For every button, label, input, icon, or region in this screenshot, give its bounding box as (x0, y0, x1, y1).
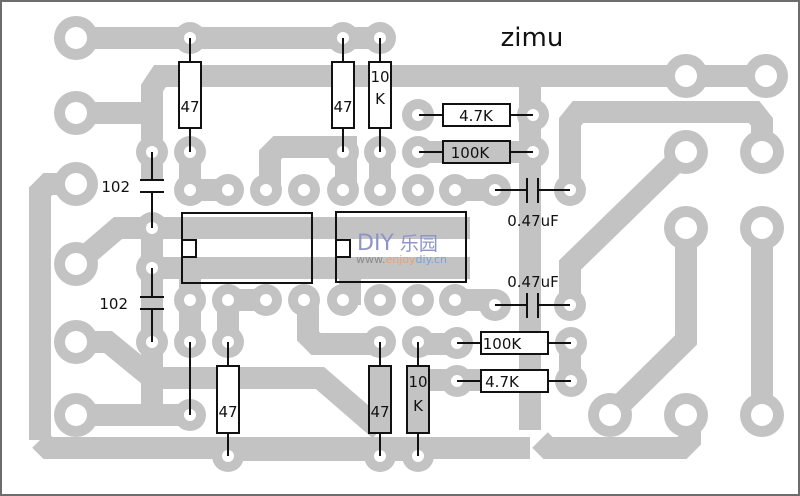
label-k: K (413, 397, 424, 415)
label-100k: 100K (483, 335, 523, 353)
board-title: zimu (501, 23, 564, 53)
pad-hole (374, 184, 386, 196)
label-k: K (375, 90, 386, 108)
pad-hole (298, 184, 310, 196)
label-4.7k: 4.7K (459, 107, 494, 125)
label-0.47uf: 0.47uF (507, 212, 559, 230)
pad-hole (184, 294, 196, 306)
label-47: 47 (180, 98, 199, 116)
label-10: 10 (408, 373, 427, 391)
pad-hole (751, 141, 773, 163)
pad-hole (260, 184, 272, 196)
resistor-100k-bottom (480, 331, 549, 355)
pad-hole (412, 146, 424, 158)
pad-hole (65, 331, 87, 353)
pad-hole (412, 109, 424, 121)
pad-hole (412, 184, 424, 196)
ic-2-notch (335, 239, 351, 258)
resistor-47-bottom-left (216, 365, 240, 434)
pad-hole (449, 294, 461, 306)
pad-hole (675, 65, 697, 87)
resistor-47-top-left (178, 61, 202, 129)
pad-hole (65, 404, 87, 426)
pad-hole (222, 184, 234, 196)
resistor-10k-top (368, 61, 392, 129)
label-47: 47 (218, 403, 237, 421)
watermark-url: www.enjoydiy.cn (356, 253, 447, 266)
label-47: 47 (370, 403, 389, 421)
resistor-4.7k-top (442, 103, 511, 127)
label-4.7k: 4.7K (485, 373, 520, 391)
resistor-10k-bottom (406, 365, 430, 434)
resistor-47-bottom-mid (368, 365, 392, 434)
ic-1-notch (181, 239, 197, 258)
resistor-47-top-mid (331, 61, 355, 129)
pad-hole (260, 294, 272, 306)
label-102: 102 (99, 295, 128, 313)
label-100k: 100K (451, 144, 491, 162)
pad-hole (599, 404, 621, 426)
pad-hole (675, 404, 697, 426)
pad-hole (222, 294, 234, 306)
pad-hole (675, 141, 697, 163)
components: 47 47 10 K 4.7K 100K 0.47uF 102 (99, 38, 571, 456)
pad-hole (374, 294, 386, 306)
resistor-4.7k-bottom (480, 369, 549, 393)
resistor-100k-top (442, 140, 511, 164)
label-0.47uf: 0.47uF (507, 273, 559, 291)
pad-hole (184, 184, 196, 196)
pad-hole (65, 102, 87, 124)
label-47: 47 (333, 98, 352, 116)
pad-hole (755, 65, 777, 87)
pad-hole (65, 253, 87, 275)
pad-hole (65, 173, 87, 195)
pad-hole (337, 184, 349, 196)
label-102: 102 (101, 178, 130, 196)
pad-hole (449, 184, 461, 196)
pad-hole (412, 294, 424, 306)
label-10: 10 (370, 68, 389, 86)
pad-hole (65, 27, 87, 49)
pad-hole (751, 217, 773, 239)
pad-hole (675, 217, 697, 239)
pad-hole (751, 404, 773, 426)
pad-hole (298, 294, 310, 306)
pad-hole (337, 294, 349, 306)
